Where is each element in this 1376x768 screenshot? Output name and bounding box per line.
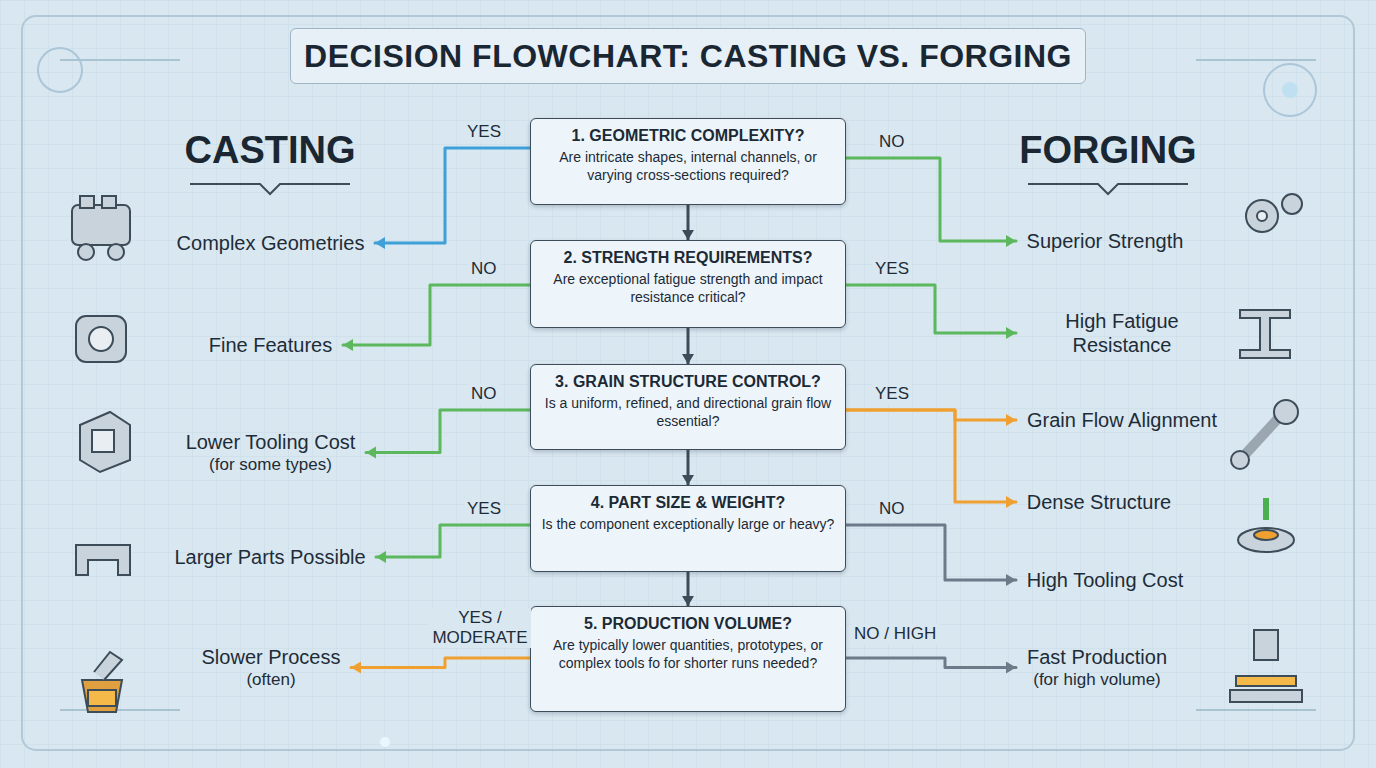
arrowhead [343, 339, 353, 351]
question-heading: 5. PRODUCTION VOLUME? [541, 614, 835, 634]
outcome-note: (for some types) [185, 454, 356, 475]
outcome-node: Dense Structure [1022, 488, 1176, 516]
outcome-node: Larger Parts Possible [170, 543, 370, 571]
column-heading: CASTING [185, 128, 356, 172]
arrowhead [682, 475, 694, 485]
outcome-node: Grain Flow Alignment [1022, 406, 1222, 434]
edge-label: NO [468, 384, 500, 404]
arrowhead [375, 237, 385, 249]
decision-box: 4. PART SIZE & WEIGHT? Is the component e… [530, 485, 846, 572]
question-text: Are typically lower quantities, prototyp… [541, 636, 835, 672]
question-text: Is the component exceptionally large or … [541, 515, 835, 533]
outcome-text: Larger Parts Possible [174, 545, 366, 569]
arrowhead [1006, 235, 1016, 247]
edge-label: YES [464, 499, 504, 519]
outcome-node: Lower Tooling Cost(for some types) [181, 428, 360, 477]
outcome-node: Superior Strength [1022, 227, 1188, 255]
outcome-text: Complex Geometries [176, 231, 365, 255]
outcome-node: Fine Features [204, 331, 337, 359]
outcome-text: Superior Strength [1026, 229, 1184, 253]
connector [376, 525, 530, 557]
outcome-node: High Fatigue Resistance [1022, 307, 1222, 359]
outcome-node: Fast Production(for high volume) [1022, 643, 1172, 692]
outcome-node: High Tooling Cost [1022, 566, 1188, 594]
title-box: DECISION FLOWCHART: CASTING VS. FORGING [290, 28, 1086, 84]
outcome-node: Complex Geometries [172, 229, 369, 257]
decision-box: 2. STRENGTH REQUIREMENTS?Are exceptional… [530, 240, 846, 328]
connector [343, 285, 530, 345]
edge-label: NO [468, 259, 500, 279]
arrowhead [682, 596, 694, 606]
arrowhead [351, 662, 361, 674]
edge-label: YES [872, 384, 912, 404]
edge-label: YES / MODERATE [429, 608, 531, 648]
arrowhead [1006, 662, 1016, 674]
arrowhead [376, 551, 386, 563]
decision-box: 5. PRODUCTION VOLUME?Are typically lower… [530, 606, 846, 712]
arrowhead [682, 354, 694, 364]
question-heading: 4. PART SIZE & WEIGHT? [541, 493, 835, 513]
question-heading: 1. GEOMETRIC COMPLEXITY? [541, 126, 835, 146]
outcome-text: Fine Features [208, 333, 333, 357]
connector [846, 285, 1016, 333]
outcome-node: Slower Process(often) [197, 643, 345, 692]
outcome-text: Slower Process [201, 645, 341, 669]
title-text: DECISION FLOWCHART: CASTING VS. FORGING [304, 38, 1072, 75]
outcome-text: High Fatigue Resistance [1026, 309, 1218, 357]
connector [366, 410, 530, 453]
edge-label: YES [464, 122, 504, 142]
arrowhead [682, 230, 694, 240]
connector [375, 148, 530, 243]
connector [846, 658, 1016, 668]
outcome-text: Grain Flow Alignment [1026, 408, 1218, 432]
outcome-text: Fast Production [1026, 645, 1168, 669]
arrowhead [366, 447, 376, 459]
connector [846, 525, 1016, 580]
outcome-text: Dense Structure [1026, 490, 1172, 514]
outcome-text: High Tooling Cost [1026, 568, 1184, 592]
outcome-note: (often) [201, 669, 341, 690]
connector [846, 158, 1016, 241]
edge-label: NO [876, 499, 908, 519]
question-text: Are exceptional fatigue strength and imp… [541, 270, 835, 306]
arrowhead [1006, 327, 1016, 339]
column-heading: FORGING [1019, 128, 1196, 172]
question-text: Are intricate shapes, internal channels,… [541, 148, 835, 184]
question-heading: 2. STRENGTH REQUIREMENTS? [541, 248, 835, 268]
arrowhead [1006, 414, 1016, 426]
outcome-note: (for high volume) [1026, 669, 1168, 690]
arrowhead [1006, 496, 1016, 508]
arrowhead [1006, 574, 1016, 586]
connector [846, 410, 1016, 502]
outcome-text: Lower Tooling Cost [185, 430, 356, 454]
edge-label: NO [876, 132, 908, 152]
decision-box: 1. GEOMETRIC COMPLEXITY?Are intricate sh… [530, 118, 846, 205]
decision-box: 3. GRAIN STRUCTURE CONTROL?Is a uniform,… [530, 364, 846, 450]
edge-label: NO / HIGH [851, 624, 939, 644]
edge-label: YES [872, 259, 912, 279]
connector [351, 658, 530, 668]
question-text: Is a uniform, refined, and directional g… [541, 394, 835, 430]
question-heading: 3. GRAIN STRUCTURE CONTROL? [541, 372, 835, 392]
